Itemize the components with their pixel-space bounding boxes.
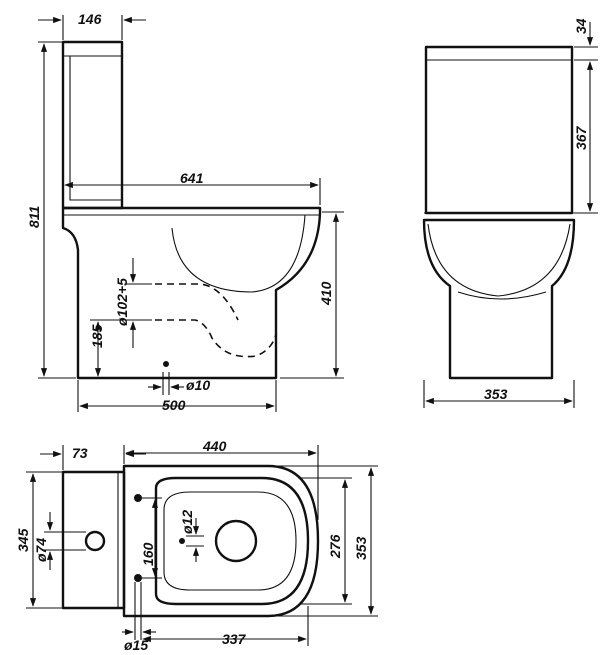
- front-bowl-curve: [427, 223, 571, 297]
- side-tank-inner-line: [69, 56, 122, 201]
- dim-fixing-hole-label: ø10: [186, 377, 210, 393]
- top-view: 73 440 345 ø74 160 ø12 276: [15, 438, 378, 653]
- side-bowl-interior: [171, 214, 306, 293]
- top-seat-ring: [154, 476, 310, 606]
- top-seat-hole-middle: [179, 538, 185, 544]
- front-bowl-outline: [422, 218, 576, 380]
- dim-flush-diameter-label: ø12: [179, 510, 195, 534]
- top-tank-outline: [61, 470, 126, 610]
- dim-73-label: 73: [72, 445, 88, 461]
- top-inlet-hole: [84, 530, 106, 552]
- side-tank-outline: [61, 40, 124, 210]
- front-view: 34 367 353: [422, 18, 598, 408]
- top-seat-hole-lower: [134, 574, 142, 582]
- dim-345-label: 345: [15, 528, 31, 552]
- dim-160-label: 160: [140, 542, 156, 566]
- dim-500-label: 500: [162, 397, 186, 413]
- front-trap-top: [457, 291, 547, 300]
- dim-276-label: 276: [327, 534, 343, 559]
- dim-outlet-diameter-label: ø102+5: [114, 278, 130, 326]
- dim-337-label: 337: [222, 631, 247, 647]
- dim-367-label: 367: [573, 125, 589, 150]
- top-bowl-outline: [122, 464, 320, 618]
- front-tank-outline: [424, 45, 574, 215]
- side-outlet-dashed: [155, 283, 277, 358]
- dim-410-label: 410: [318, 281, 334, 306]
- dim-353-top-label: 353: [353, 536, 369, 560]
- dim-353-front-label: 353: [484, 386, 508, 402]
- dim-146-label: 146: [78, 11, 102, 27]
- dim-inlet-diameter-label: ø74: [33, 538, 49, 562]
- top-flush-outlet: [214, 519, 258, 563]
- dim-811-label: 811: [26, 205, 42, 228]
- top-bowl-inner: [163, 491, 297, 591]
- dim-34-label: 34: [573, 18, 589, 34]
- top-seat-hole-upper: [134, 494, 142, 502]
- dim-641-label: 641: [180, 170, 204, 186]
- side-view: 146 811 641 410 185 ø102+5 ø10 5: [26, 11, 344, 413]
- side-bowl-outline: [61, 206, 322, 380]
- side-fixing-hole: [163, 361, 169, 367]
- dim-440-label: 440: [202, 438, 227, 454]
- dim-185-label: 185: [89, 324, 105, 348]
